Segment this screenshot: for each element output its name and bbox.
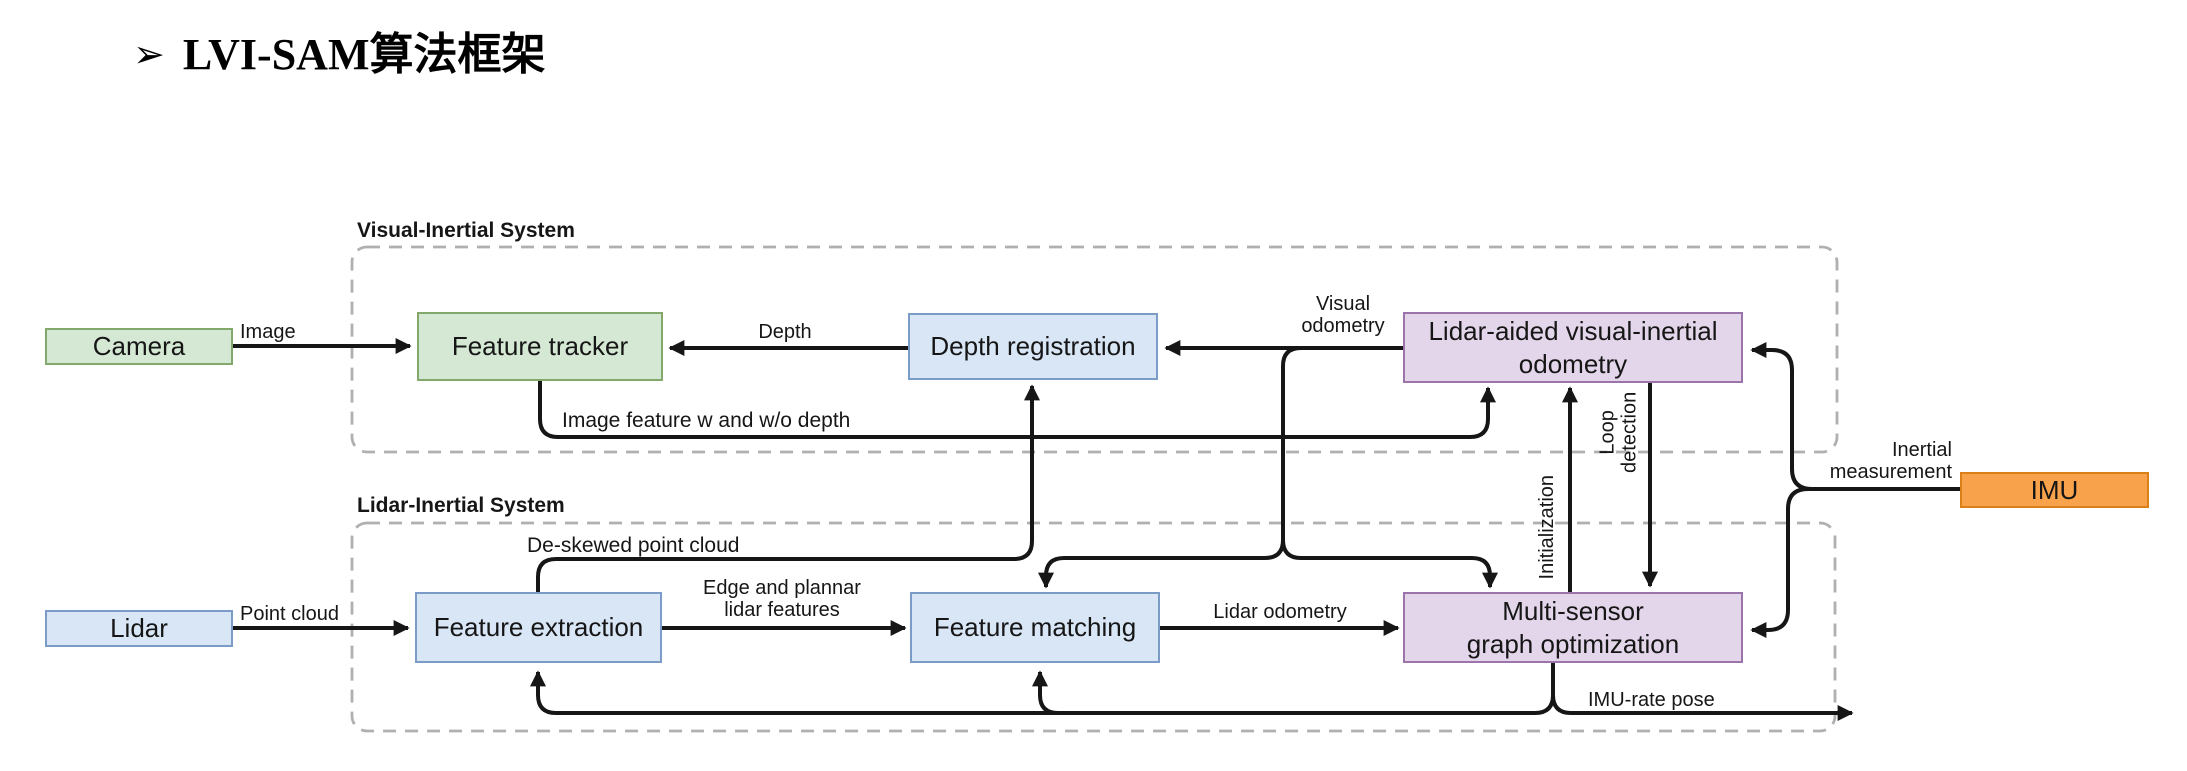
label-inertial-measurement: Inertial measurement: [1829, 439, 1952, 484]
label-visual-odometry: Visual odometry: [1301, 293, 1385, 338]
edge-vo-descent: [1281, 346, 1302, 540]
page-title-text: LVI-SAM算法框架: [182, 30, 546, 79]
visual-inertial-system-label: Visual-Inertial System: [357, 219, 575, 242]
edge-vo-to-graph-optimization: [1281, 539, 1499, 589]
label-lidar-odometry: Lidar odometry: [1213, 601, 1347, 623]
edge-image-feature: [538, 381, 1497, 439]
label-depth: Depth: [758, 321, 812, 343]
label-image-feature: Image feature w and w/o depth: [562, 409, 851, 432]
label-edge-planar: Edge and plannar lidar features: [703, 577, 861, 622]
edge-deskewed: [536, 384, 1041, 592]
visual-inertial-system-box: [350, 245, 1839, 454]
label-point-cloud: Point cloud: [240, 603, 339, 625]
bullet-arrow-icon: ➢: [133, 32, 165, 76]
node-camera: Camera: [45, 328, 233, 365]
lidar-inertial-system-label: Lidar-Inertial System: [357, 494, 565, 517]
node-lidar-aided-vio: Lidar-aided visual-inertial odometry: [1403, 312, 1743, 383]
node-imu: IMU: [1960, 472, 2149, 508]
label-loop-detection: Loop detection: [1596, 391, 1641, 473]
node-graph-optimization: Multi-sensor graph optimization: [1403, 592, 1743, 663]
edge-vo-to-feature-matching: [1037, 539, 1285, 589]
node-lidar: Lidar: [45, 610, 233, 647]
node-feature-extraction: Feature extraction: [415, 592, 662, 663]
label-imu-rate-pose: IMU-rate pose: [1588, 689, 1715, 711]
page-title: ➢ LVI-SAM算法框架: [133, 18, 545, 82]
label-initialization: Initialization: [1535, 474, 1558, 580]
label-deskewed: De-skewed point cloud: [527, 534, 740, 557]
edge-pose-to-feature-extraction: [529, 663, 1555, 715]
label-image: Image: [240, 321, 296, 343]
node-feature-tracker: Feature tracker: [417, 312, 663, 381]
edge-imu-rate-pose-out: [1551, 663, 1854, 722]
node-feature-matching: Feature matching: [910, 592, 1160, 663]
edge-pose-to-feature-matching: [1031, 670, 1059, 715]
node-depth-registration: Depth registration: [908, 313, 1158, 380]
edge-imu-to-graph-optimization: [1750, 487, 1960, 639]
